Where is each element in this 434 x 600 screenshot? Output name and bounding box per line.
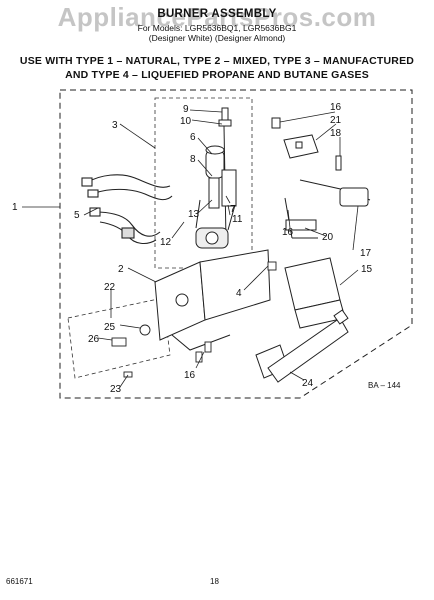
page-number: 18 <box>210 577 219 586</box>
gas-types-line-2: AND TYPE 4 – LIQUEFIED PROPANE AND BUTAN… <box>65 69 369 81</box>
flame-sensor-and-ignitor-parts <box>271 117 371 239</box>
callout-20: 20 <box>322 232 334 243</box>
callout-21: 21 <box>330 115 342 126</box>
callout-8: 8 <box>190 154 196 165</box>
callout-3: 3 <box>112 120 118 131</box>
callout-12: 12 <box>160 237 172 248</box>
callout-6: 6 <box>190 132 196 143</box>
document-number: 661671 <box>6 577 33 586</box>
burner-tube-part <box>255 309 349 383</box>
figure-code: BA – 144 <box>368 381 401 390</box>
callout-16: 16 <box>330 102 342 113</box>
callout-7: 7 <box>230 204 236 215</box>
callout-13: 13 <box>188 209 200 220</box>
wire-harness-part <box>81 174 173 245</box>
screw-fittings <box>111 261 277 378</box>
callout-16-left: 16 <box>282 227 294 238</box>
assembly-boundary <box>59 89 413 399</box>
callout-11: 11 <box>232 214 243 225</box>
mounting-bracket-part <box>284 257 346 329</box>
callout-16-bottom: 16 <box>184 370 196 381</box>
callout-18: 18 <box>330 128 342 139</box>
callout-10: 10 <box>180 116 192 127</box>
burner-bracket-part <box>154 249 271 351</box>
gas-valve-part <box>195 107 237 249</box>
callout-24: 24 <box>302 378 314 389</box>
callout-23: 23 <box>110 384 122 395</box>
model-colors: (Designer White) (Designer Almond) <box>148 33 286 43</box>
callout-25: 25 <box>104 322 116 333</box>
bracket-subassembly-boundary <box>67 297 171 379</box>
callout-labels: 1 2 3 4 5 6 7 8 9 10 11 12 13 15 16 17 1… <box>12 102 401 395</box>
page-title: BURNER ASSEMBLY <box>157 8 277 20</box>
callout-26: 26 <box>88 334 100 345</box>
model-list: For Models: LGR5636BQ1, LGR5636BG1 <box>137 23 297 33</box>
leader-lines <box>22 109 359 388</box>
callout-9: 9 <box>183 104 189 115</box>
callout-2: 2 <box>118 264 124 275</box>
callout-15: 15 <box>361 264 373 275</box>
gas-types-line-1: USE WITH TYPE 1 – NATURAL, TYPE 2 – MIXE… <box>19 55 415 67</box>
callout-5: 5 <box>74 210 80 221</box>
callout-4: 4 <box>236 288 242 299</box>
callout-22: 22 <box>104 282 116 293</box>
callout-17: 17 <box>360 248 372 259</box>
callout-1: 1 <box>12 202 18 213</box>
